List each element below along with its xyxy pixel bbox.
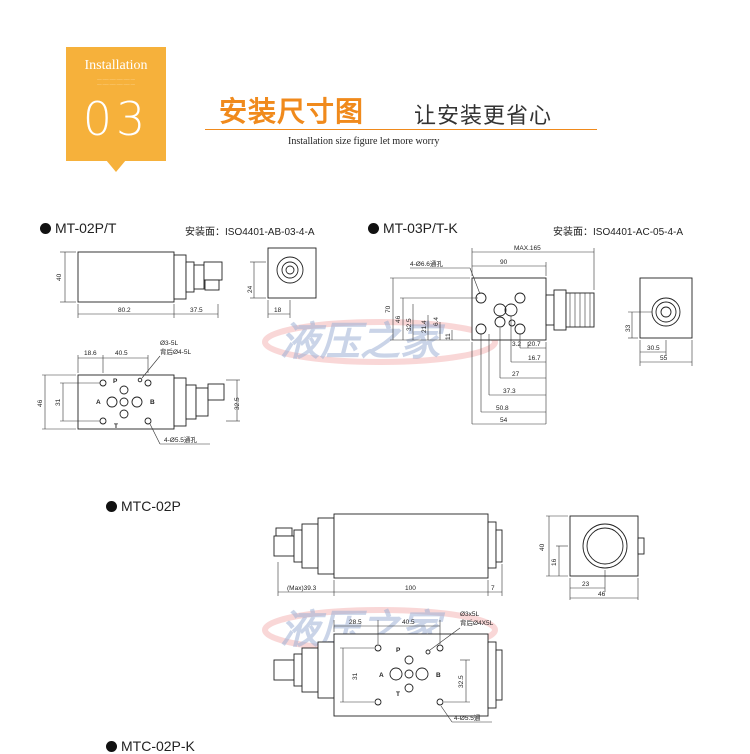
svg-text:背后Ø4X5L: 背后Ø4X5L <box>460 618 494 627</box>
svg-text:28.5: 28.5 <box>349 619 362 626</box>
mt02-mounting-face: P A B T 18.6 40.5 Ø3-5L 背后Ø4-5L 46 31 32… <box>37 340 241 445</box>
svg-text:23: 23 <box>582 581 590 588</box>
svg-text:32.5: 32.5 <box>458 675 465 688</box>
mtc02-mounting-face: P A B T 28.5 40.5 Ø3x5L 背后Ø4X5L 31 32.5 … <box>273 611 503 723</box>
svg-text:4-Ø6.6通孔: 4-Ø6.6通孔 <box>410 259 443 268</box>
badge-pointer <box>106 160 126 172</box>
svg-text:70: 70 <box>385 305 392 313</box>
svg-text:33: 33 <box>625 324 632 332</box>
page-title-secondary: 让安装更省心 <box>414 104 553 129</box>
svg-text:27: 27 <box>512 371 520 378</box>
section-badge <box>66 47 166 161</box>
bullet-icon <box>106 501 117 512</box>
svg-text:液压之家: 液压之家 <box>280 318 446 365</box>
section-mt03-name: MT-03P/T-K <box>383 220 458 236</box>
mt03-side-view: MAX.165 90 4-Ø6.6通孔 70 46 32.5 21.4 6.4 … <box>385 245 595 425</box>
section-mtc02-name: MTC-02P <box>121 498 181 514</box>
svg-text:A: A <box>379 672 384 679</box>
svg-text:54: 54 <box>500 417 508 424</box>
mt03-end-view: 33 30.5 55 <box>625 277 693 366</box>
svg-text:18.6: 18.6 <box>84 350 97 357</box>
svg-text:P: P <box>396 647 401 654</box>
section-mt02-heading: MT-02P/T <box>40 220 116 236</box>
svg-text:16: 16 <box>551 558 558 566</box>
svg-text:31: 31 <box>55 398 62 406</box>
svg-text:37.3: 37.3 <box>503 388 516 395</box>
svg-text:40.5: 40.5 <box>115 350 128 357</box>
svg-text:T: T <box>396 691 400 698</box>
svg-text:32.5: 32.5 <box>234 397 241 410</box>
svg-text:21.4: 21.4 <box>421 320 428 333</box>
svg-text:31: 31 <box>352 672 359 680</box>
bullet-icon <box>106 741 117 752</box>
svg-text:4-Ø5.5通: 4-Ø5.5通 <box>454 713 481 722</box>
svg-text:90: 90 <box>500 259 508 266</box>
svg-text:MAX.165: MAX.165 <box>514 245 541 252</box>
badge-title: Installation <box>84 58 148 73</box>
svg-text:30.5: 30.5 <box>647 345 660 352</box>
svg-text:7: 7 <box>491 585 495 592</box>
svg-text:20.7: 20.7 <box>528 341 541 348</box>
section-mt03-heading: MT-03P/T-K <box>368 220 458 236</box>
svg-text:16.7: 16.7 <box>528 355 541 362</box>
badge-fine-print: ········································… <box>96 78 136 87</box>
svg-text:46: 46 <box>37 399 44 407</box>
badge-number: 03 <box>82 92 150 146</box>
svg-text:80.2: 80.2 <box>118 307 131 314</box>
svg-text:32.5: 32.5 <box>406 318 413 331</box>
svg-text:40.5: 40.5 <box>402 619 415 626</box>
mtc02-side-view: (Max)39.3 100 7 <box>273 513 503 596</box>
svg-text:11: 11 <box>445 333 452 340</box>
svg-text:6.4: 6.4 <box>433 317 440 326</box>
svg-text:B: B <box>436 672 441 679</box>
section-mtc02-heading: MTC-02P <box>106 498 181 514</box>
svg-text:A: A <box>96 399 101 406</box>
mt02-end-view: 24 18 <box>247 247 317 318</box>
svg-text:T: T <box>114 423 118 430</box>
section-mt02-name: MT-02P/T <box>55 220 117 236</box>
svg-text:55: 55 <box>660 355 668 362</box>
section-mt02-mount: 安装面：ISO4401-AB-03-4-A <box>185 227 315 238</box>
svg-text:37.5: 37.5 <box>190 307 203 314</box>
svg-text:Ø3-5L: Ø3-5L <box>160 340 178 347</box>
svg-text:P: P <box>113 378 118 385</box>
svg-text:背后Ø4-5L: 背后Ø4-5L <box>160 347 191 356</box>
section-mt03-mount: 安装面：ISO4401-AC-05-4-A <box>553 227 684 238</box>
page-subtitle: Installation size figure let more worry <box>288 136 440 147</box>
svg-text:40: 40 <box>539 543 546 551</box>
mtc02-end-view: 40 16 23 46 <box>539 515 645 600</box>
svg-text:3.2: 3.2 <box>512 341 521 348</box>
svg-text:4-Ø5.5通孔: 4-Ø5.5通孔 <box>164 435 197 444</box>
svg-text:24: 24 <box>247 285 254 293</box>
bullet-icon <box>40 223 51 234</box>
svg-text:46: 46 <box>395 315 402 323</box>
svg-text:100: 100 <box>405 585 416 592</box>
svg-text:Ø3x5L: Ø3x5L <box>460 611 480 618</box>
title-underline <box>205 129 597 130</box>
svg-text:46: 46 <box>598 591 606 598</box>
svg-text:50.8: 50.8 <box>496 405 509 412</box>
svg-text:(Max)39.3: (Max)39.3 <box>287 585 317 592</box>
svg-text:18: 18 <box>274 307 282 314</box>
svg-text:40: 40 <box>56 273 63 281</box>
bullet-icon <box>368 223 379 234</box>
svg-text:B: B <box>150 399 155 406</box>
mt02-side-view: 40 80.2 37.5 <box>56 251 223 318</box>
page-title: 安装尺寸图 <box>219 95 365 128</box>
watermark-upper: 液压之家 <box>262 318 498 365</box>
